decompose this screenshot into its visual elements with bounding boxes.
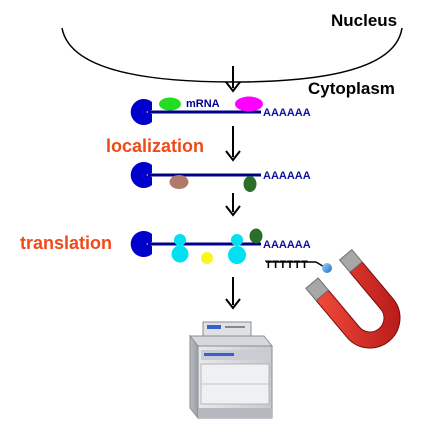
nucleus-label: Nucleus [331,11,397,30]
five-prime-cap-icon [130,162,152,189]
translation-arrow [225,193,241,217]
mrna-row-exported: mRNA AAAAAA [130,96,311,126]
cytoplasm-label: Cytoplasm [308,79,395,98]
oligo-dt-probe: TTTTTT [265,259,332,273]
localization-label: localization [106,136,204,156]
poly-a-tail-1: AAAAAA [263,107,311,119]
mass-spectrometer-icon [188,321,274,420]
rbp-yellow [201,252,213,264]
rbp-brown [169,175,189,189]
horseshoe-magnet-icon [305,248,401,349]
ribosome-small-subunit [174,234,186,246]
five-prime-cap-icon [130,99,152,126]
analysis-arrow [225,277,241,310]
mrna-label: mRNA [186,98,220,110]
ribosome-large-subunit [171,245,189,263]
poly-a-tail-2: AAAAAA [263,170,311,182]
translation-label: translation [20,233,112,253]
poly-a-tail-3: AAAAAA [263,239,311,251]
export-arrow [225,66,241,93]
ribosome-large-subunit [228,246,246,264]
rbp-magenta [235,96,263,112]
ribosome-small-subunit [231,234,243,246]
rbp-dark-green [243,176,257,192]
poly-t-label: TTTTTT [265,259,308,271]
rbp-green [159,97,181,111]
mrna-row-translated: AAAAAA [130,228,311,264]
magnetic-bead-icon [322,263,332,273]
localization-arrow [225,126,241,162]
five-prime-cap-icon [130,231,152,257]
rbp-dark-green [249,228,263,244]
mrna-row-localized: AAAAAA [130,162,311,192]
